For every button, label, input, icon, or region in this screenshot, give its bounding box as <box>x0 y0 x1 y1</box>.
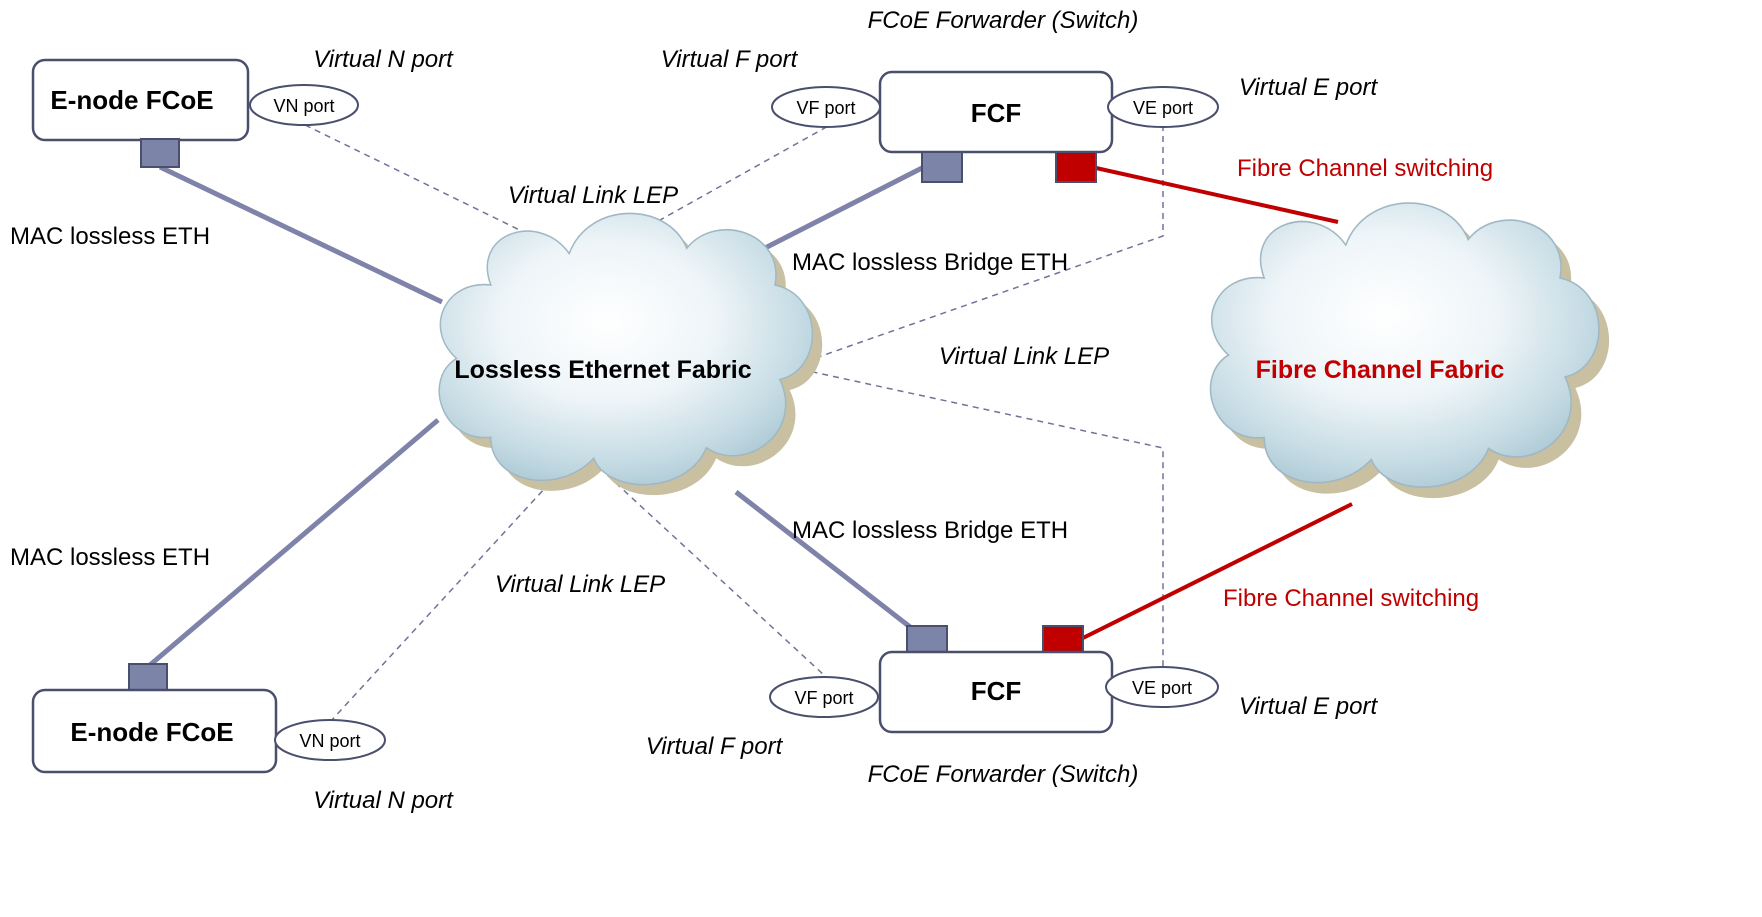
ethernet-fabric-label: Lossless Ethernet Fabric <box>454 356 751 384</box>
fcf-top-caption: FCoE Forwarder (Switch) <box>868 7 1139 34</box>
enode-top-vn-port-label: VN port <box>273 96 334 116</box>
fcf-bottom-ve-port-label: VE port <box>1132 678 1192 698</box>
fibre-fabric-label: Fibre Channel Fabric <box>1256 356 1505 384</box>
vlink-label-right: Virtual Link LEP <box>939 343 1109 370</box>
enode-top-vn-port <box>249 84 359 126</box>
fcf-top-ve-port-label: VE port <box>1133 98 1193 118</box>
ethernet-fabric-cloud: Lossless Ethernet Fabric <box>438 212 823 496</box>
fibre-channel-fabric-cloud: Fibre Channel Fabric <box>1209 202 1610 499</box>
eth-link-fcf-bottom <box>734 490 916 632</box>
enode-bottom-vn-role: Virtual N port <box>313 787 454 814</box>
fcf-top: FCoE Forwarder (Switch) FCF VF port VE p… <box>661 7 1493 276</box>
enode-top-vn-role: Virtual N port <box>313 46 454 73</box>
fcf-top-eth-port <box>921 151 963 183</box>
fcf-bottom-vf-port <box>769 676 879 718</box>
fcf-bottom-bridge-label: MAC lossless Bridge ETH <box>792 517 1068 544</box>
fcf-top-fc-label: Fibre Channel switching <box>1237 155 1493 182</box>
enode-bottom-eth-port <box>128 663 168 693</box>
fcf-top-label: FCF <box>971 98 1022 128</box>
fcf-top-ve-role: Virtual E port <box>1239 74 1379 101</box>
eth-link-enode-bottom <box>148 418 440 667</box>
fcf-bottom-label: FCF <box>971 676 1022 706</box>
fc-links <box>1082 166 1353 640</box>
fcf-bottom-ve-role: Virtual E port <box>1239 693 1379 720</box>
enode-bottom-label: E-node FCoE <box>70 717 233 747</box>
fcf-bottom-vf-port-label: VF port <box>794 688 853 708</box>
enode-bottom-vn-port <box>274 719 386 761</box>
fcf-bottom: FCF VF port VE port Virtual F port Virtu… <box>646 517 1479 788</box>
vlink-label-top: Virtual Link LEP <box>508 182 678 209</box>
enode-bottom: E-node FCoE VN port Virtual N port MAC l… <box>10 544 454 814</box>
fcf-top-vf-role: Virtual F port <box>661 46 799 73</box>
fcf-bottom-fc-port <box>1042 625 1084 655</box>
fcf-bottom-vf-role: Virtual F port <box>646 733 784 760</box>
vlink-vn-bottom <box>329 448 826 723</box>
fcf-bottom-ve-port <box>1105 666 1219 708</box>
fcf-top-bridge-label: MAC lossless Bridge ETH <box>792 249 1068 276</box>
enode-bottom-link-label: MAC lossless ETH <box>10 544 210 571</box>
enode-bottom-vn-port-label: VN port <box>299 731 360 751</box>
enode-top: E-node FCoE VN port Virtual N port MAC l… <box>10 46 454 250</box>
enode-top-eth-port <box>140 138 180 168</box>
enode-top-link-label: MAC lossless ETH <box>10 223 210 250</box>
eth-link-enode-top <box>158 164 444 305</box>
fcf-top-fc-port <box>1055 151 1097 183</box>
vlink-ve-top <box>789 125 1164 368</box>
enode-bottom-box <box>31 688 278 774</box>
fcf-top-ve-port <box>1107 86 1219 128</box>
fcf-bottom-eth-port <box>906 625 948 655</box>
fc-link-bottom <box>1082 502 1353 640</box>
fc-link-top <box>1095 166 1339 224</box>
fcf-bottom-fc-label: Fibre Channel switching <box>1223 585 1479 612</box>
fcf-bottom-caption: FCoE Forwarder (Switch) <box>868 761 1139 788</box>
fcf-top-vf-port-label: VF port <box>796 98 855 118</box>
fcf-top-vf-port <box>771 86 881 128</box>
enode-top-label: E-node FCoE <box>50 85 213 115</box>
vlink-label-bottom: Virtual Link LEP <box>495 571 665 598</box>
